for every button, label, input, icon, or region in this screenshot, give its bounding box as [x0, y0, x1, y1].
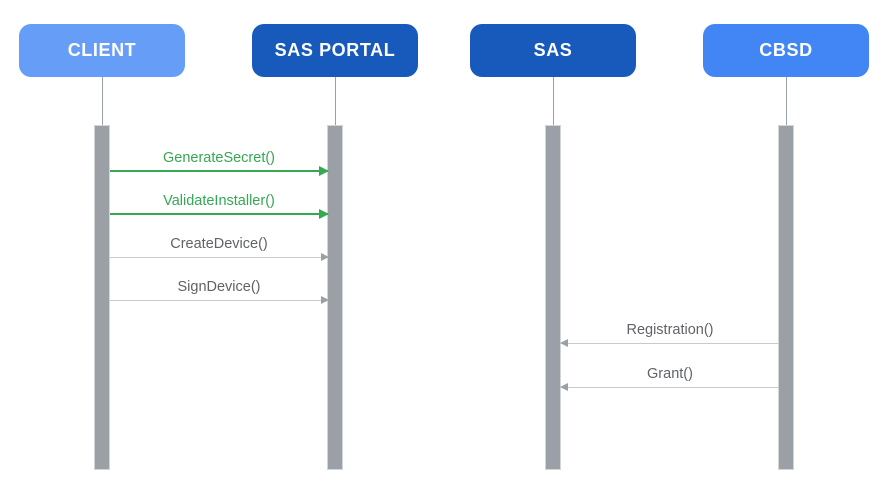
message-arrow-line	[110, 257, 328, 258]
message-arrow-line	[110, 300, 328, 301]
message-arrow-line	[561, 387, 779, 388]
arrowhead-left-icon	[560, 339, 568, 347]
arrowhead-right-icon	[321, 253, 329, 261]
actor-box-client: CLIENT	[19, 24, 185, 77]
message-label: SignDevice()	[177, 278, 261, 295]
message-sign-device: SignDevice()	[110, 274, 329, 304]
message-generate-secret: GenerateSecret()	[110, 145, 329, 176]
message-label: CreateDevice()	[170, 235, 268, 252]
activation-bar-client	[94, 125, 110, 470]
message-registration: Registration()	[560, 317, 779, 347]
lifeline-stem-sas	[553, 77, 554, 125]
actor-box-cbsd: CBSD	[703, 24, 869, 77]
arrowhead-left-icon	[560, 383, 568, 391]
lifeline-stem-client	[102, 77, 103, 125]
message-create-device: CreateDevice()	[110, 231, 329, 261]
arrowhead-right-icon	[319, 166, 329, 176]
message-grant: Grant()	[560, 361, 779, 391]
message-arrow-line	[110, 213, 328, 215]
lifeline-stem-cbsd	[786, 77, 787, 125]
message-label: ValidateInstaller()	[163, 192, 275, 209]
message-label: GenerateSecret()	[162, 149, 276, 166]
message-arrow-line	[110, 170, 328, 172]
actor-box-sas-portal: SAS PORTAL	[252, 24, 418, 77]
activation-bar-sas	[545, 125, 561, 470]
actor-box-sas: SAS	[470, 24, 636, 77]
message-label: Grant()	[647, 365, 693, 382]
arrowhead-right-icon	[319, 209, 329, 219]
message-label: Registration()	[626, 321, 714, 338]
message-validate-installer: ValidateInstaller()	[110, 188, 329, 219]
activation-bar-sas-portal	[327, 125, 343, 470]
activation-bar-cbsd	[778, 125, 794, 470]
arrowhead-right-icon	[321, 296, 329, 304]
lifeline-stem-sas-portal	[335, 77, 336, 125]
message-arrow-line	[561, 343, 779, 344]
